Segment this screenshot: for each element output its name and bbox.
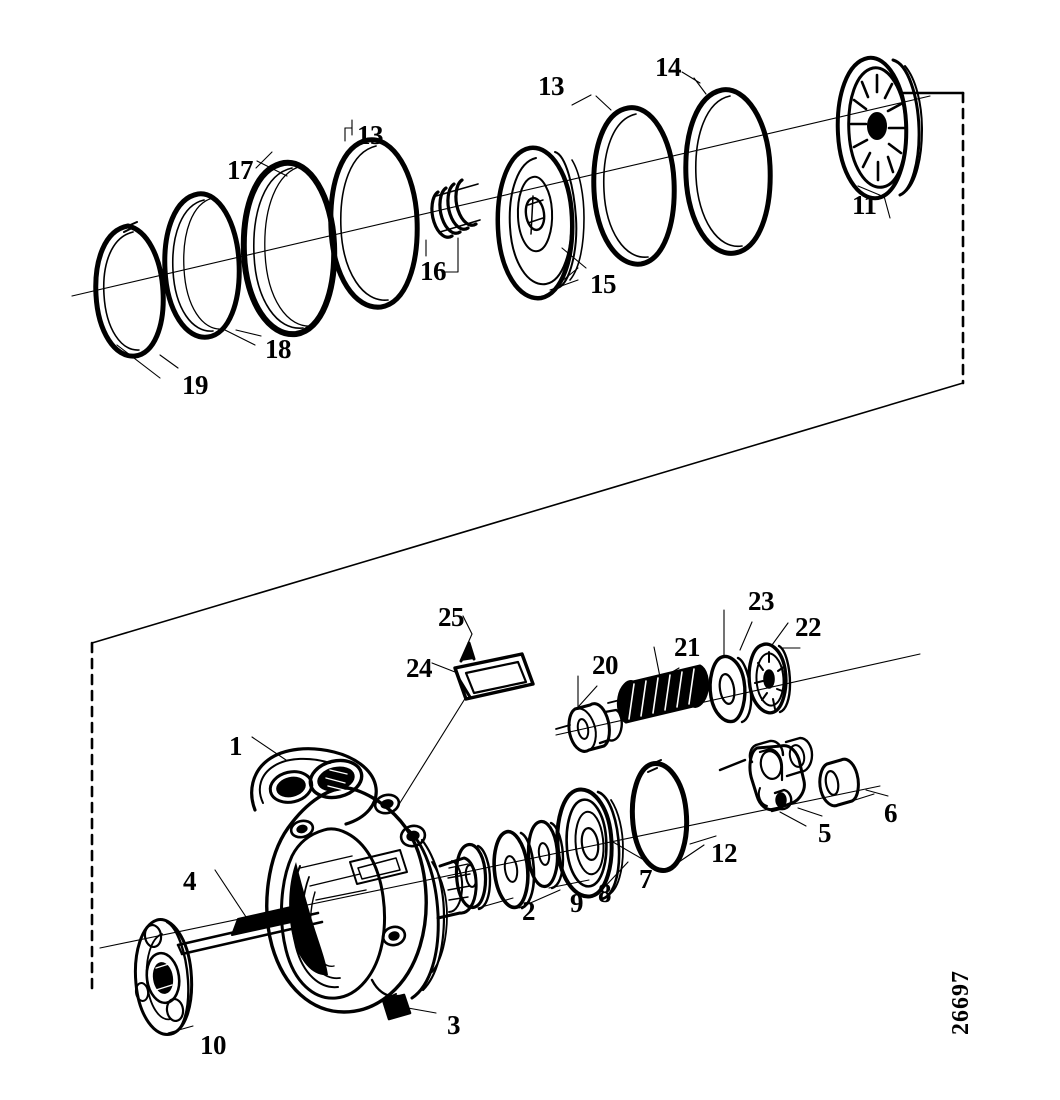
part-6-end-plug: [818, 757, 875, 808]
part-4-drive-shaft: [176, 869, 324, 956]
callout-16[interactable]: 16: [420, 256, 447, 286]
callout-4[interactable]: 4: [183, 866, 197, 896]
callout-17[interactable]: 17: [227, 155, 254, 185]
part-11-splined-coupling-hub: [835, 55, 923, 219]
callout-7[interactable]: 7: [639, 864, 653, 894]
part-12-retaining-snap-ring: [629, 759, 705, 873]
callout-20[interactable]: 20: [592, 650, 619, 680]
part-10-mounting-flange: [133, 918, 194, 1036]
part-22-lock-washer: [747, 622, 792, 715]
callout-11[interactable]: 11: [852, 190, 877, 220]
part-14-o-ring-large: [683, 77, 773, 256]
callout-21[interactable]: 21: [674, 632, 701, 662]
part-15-rotor-hub: [495, 145, 585, 301]
part-17-seal-ring: [240, 151, 338, 338]
upper-leader-lines: [159, 71, 883, 369]
callout-23[interactable]: 23: [748, 586, 775, 616]
part-7-ball-bearing: [555, 787, 629, 901]
part-19-snap-ring: [93, 221, 166, 379]
callout-18[interactable]: 18: [265, 334, 292, 364]
callout-13a[interactable]: 13: [538, 71, 565, 101]
callout-22[interactable]: 22: [795, 612, 822, 642]
callout-3[interactable]: 3: [447, 1010, 461, 1040]
part-16-coil-spring: [430, 178, 481, 273]
assembly-link-bracket: [90, 91, 965, 992]
callout-14[interactable]: 14: [655, 52, 682, 82]
part-24-25-bracket: [397, 615, 535, 807]
callout-19[interactable]: 19: [182, 370, 209, 400]
callout-1[interactable]: 1: [229, 731, 243, 761]
callout-6[interactable]: 6: [884, 798, 898, 828]
part-13a-o-ring: [591, 95, 677, 267]
part-21-spring-assembly: [607, 646, 710, 724]
part-1-housing-body: [250, 747, 478, 1014]
callout-12[interactable]: 12: [711, 838, 738, 868]
part-9-shim-washer: [492, 829, 561, 910]
callout-25[interactable]: 25: [438, 602, 465, 632]
callout-8[interactable]: 8: [598, 878, 612, 908]
lower-leader-lines: [251, 621, 889, 861]
part-23-seal-washer: [708, 609, 753, 724]
callout-5[interactable]: 5: [818, 818, 832, 848]
part-3-drain-plug: [381, 993, 437, 1021]
part-13b-o-ring: [328, 127, 420, 310]
callout-15[interactable]: 15: [590, 269, 617, 299]
part-5-yoke-fork: [718, 736, 814, 827]
part-18-retainer-ring: [162, 191, 256, 346]
callout-10[interactable]: 10: [200, 1030, 227, 1060]
callout-24[interactable]: 24: [406, 653, 433, 683]
part-8-thrust-washer: [526, 819, 590, 890]
callout-9[interactable]: 9: [570, 888, 584, 918]
callout-13b[interactable]: 13: [357, 120, 384, 150]
callout-2[interactable]: 2: [522, 896, 536, 926]
part-20-bushing-sleeve: [555, 675, 623, 753]
